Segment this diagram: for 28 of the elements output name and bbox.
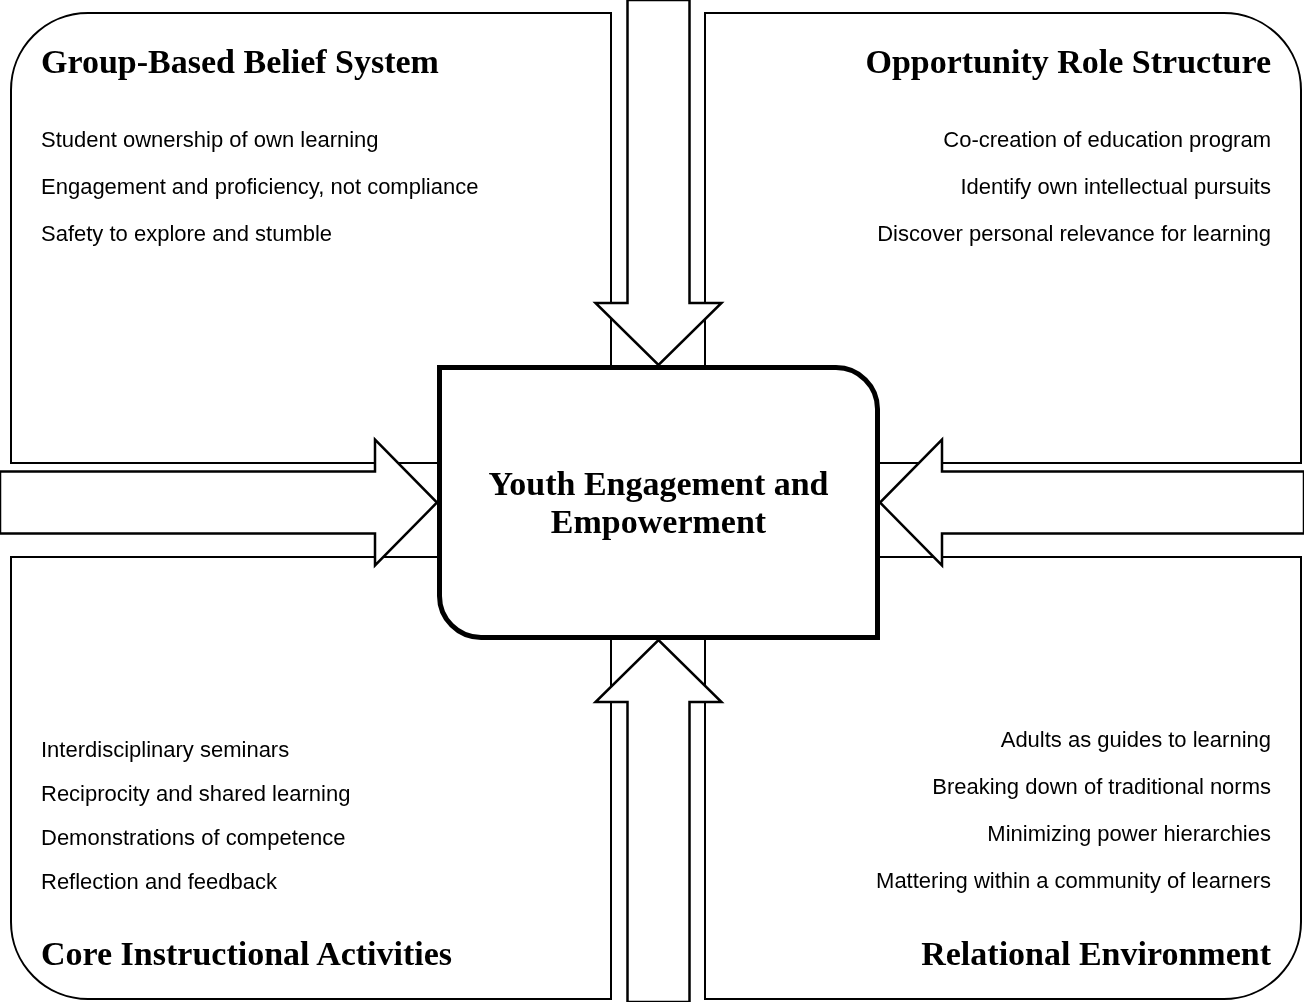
panel-heading: Core Instructional Activities [41, 934, 453, 974]
quadrant-panel [704, 556, 1302, 1000]
central-box [437, 365, 880, 640]
list-item: Discover personal relevance for learning [877, 220, 1271, 248]
block-arrow [878, 436, 1304, 569]
quadrant-panel [704, 12, 1302, 464]
list-item: Adults as guides to learning [1000, 726, 1271, 754]
list-item: Safety to explore and stumble [41, 220, 333, 248]
list-item: Engagement and proficiency, not compliance [41, 173, 479, 201]
list-item: Breaking down of traditional norms [932, 773, 1271, 801]
list-item: Demonstrations of competence [41, 824, 346, 852]
block-arrow [592, 638, 725, 1002]
block-arrow [592, 0, 725, 367]
panel-heading: Group-Based Belief System [41, 42, 439, 82]
center-title: Youth Engagement and Empowerment [487, 464, 830, 541]
list-item: Student ownership of own learning [41, 126, 379, 154]
list-item: Mattering within a community of learners [876, 867, 1271, 895]
list-item: Reciprocity and shared learning [41, 780, 351, 808]
list-item: Reflection and feedback [41, 868, 278, 896]
list-item: Minimizing power hierarchies [987, 820, 1271, 848]
quadrant-panel [10, 556, 612, 1000]
list-item: Identify own intellectual pursuits [960, 173, 1271, 201]
quadrant-panel [10, 12, 612, 464]
list-item: Co-creation of education program [943, 126, 1271, 154]
list-item: Interdisciplinary seminars [41, 736, 290, 764]
panel-heading: Opportunity Role Structure [865, 42, 1271, 82]
panel-heading: Relational Environment [921, 934, 1271, 974]
block-arrow [0, 436, 439, 569]
